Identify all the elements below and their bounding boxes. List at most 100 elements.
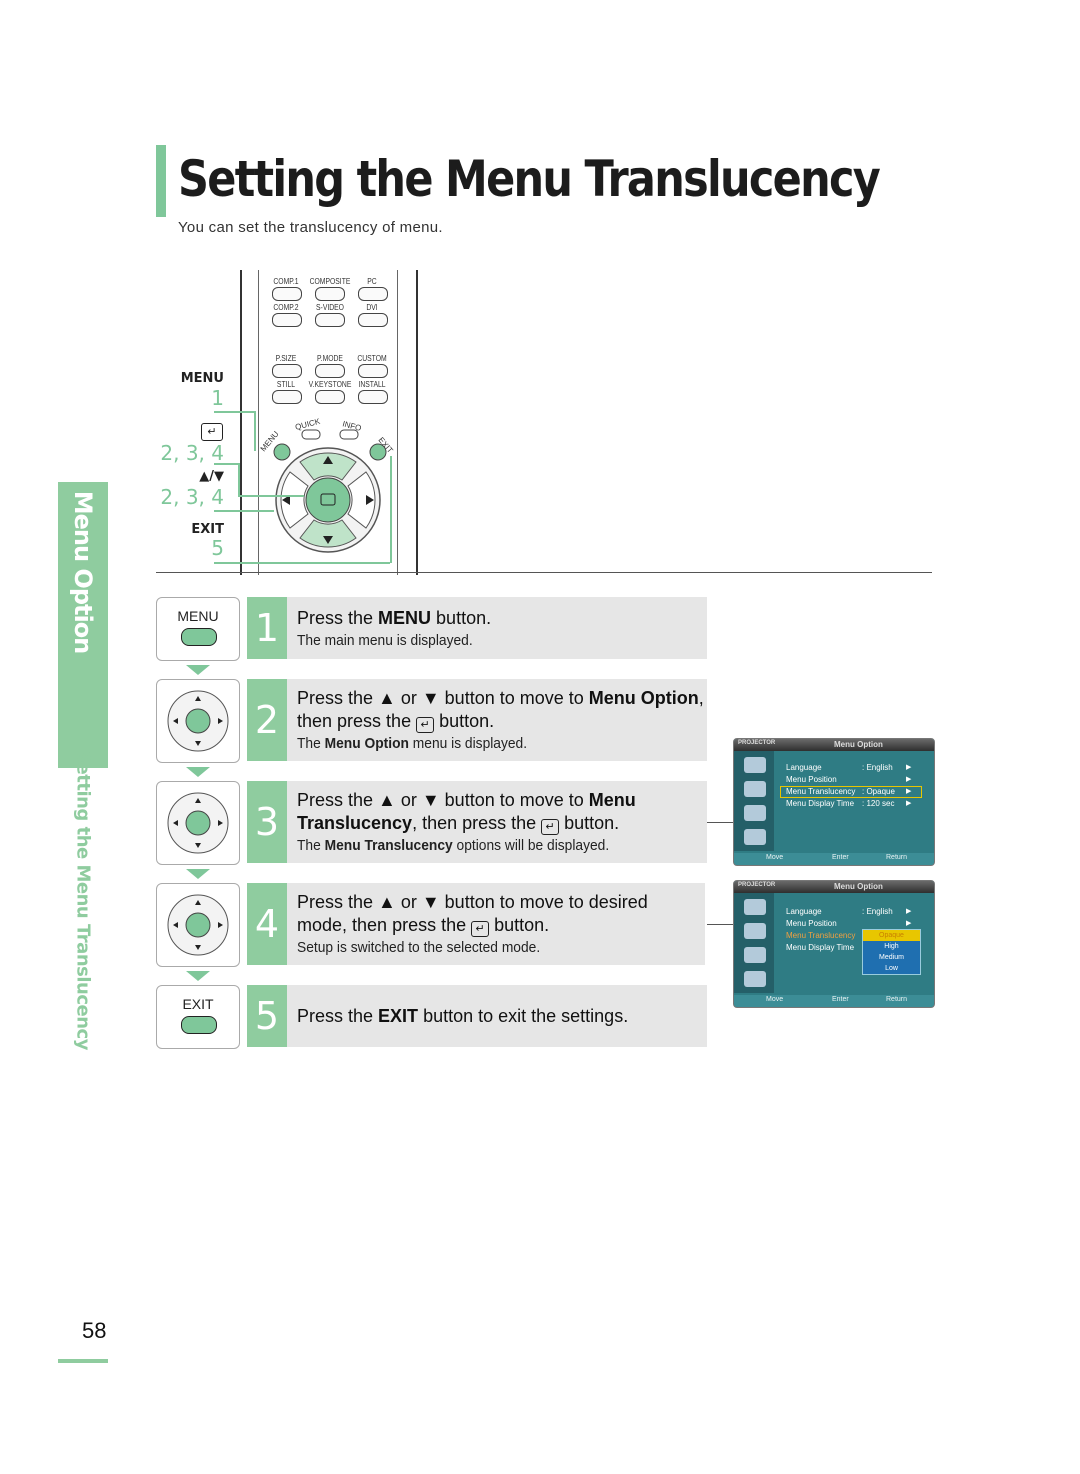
osd-row-selected[interactable]: Menu Translucency <box>786 931 855 940</box>
title-accent-bar <box>156 145 166 217</box>
psize-button[interactable] <box>272 364 302 378</box>
pmode-button[interactable] <box>315 364 345 378</box>
step1-text: Press the <box>297 608 379 628</box>
svideo-button[interactable] <box>315 313 345 327</box>
osd-option-low[interactable]: Low <box>885 965 898 972</box>
osd-row-label: Language <box>786 907 822 916</box>
osd-screen-translucency-options: PROJECTOR Menu Option Language : English ▶… <box>733 880 935 1008</box>
left-button[interactable] <box>280 471 309 529</box>
side-tab: Menu Option <box>58 482 108 768</box>
osd-brand: PROJECTOR <box>738 740 776 746</box>
osd-row[interactable]: Menu Position▶ <box>786 919 911 928</box>
dpad-icon <box>167 894 229 956</box>
osd-footer-move: Move <box>766 854 784 861</box>
step4-text2-end: button. <box>489 915 550 935</box>
osd-row-value: : 120 sec <box>862 799 895 808</box>
step3-bold: Menu <box>588 790 636 810</box>
picture-icon <box>744 923 766 939</box>
comp2-button[interactable] <box>272 313 302 327</box>
osd-row[interactable]: Menu Display Time: 120 sec▶ <box>786 799 911 808</box>
step3-number: 3 <box>247 781 287 863</box>
osd-option-high[interactable]: High <box>884 943 899 950</box>
osd-row-value: : English <box>862 907 893 916</box>
osd-row[interactable]: Language: English▶ <box>786 907 911 916</box>
osd-footer-return: Return <box>886 854 908 861</box>
osd-row[interactable]: Menu Display Time <box>786 943 854 952</box>
quick-button[interactable] <box>301 429 321 440</box>
step2-number: 2 <box>247 679 287 761</box>
menu-button[interactable] <box>273 443 291 461</box>
step2-result: The Menu Option menu is displayed. <box>297 735 527 752</box>
dpad-icon <box>167 690 229 752</box>
callout-exit-step: 5 <box>211 536 224 560</box>
osd-row[interactable]: Menu Position▶ <box>786 775 911 784</box>
pc-button[interactable] <box>358 287 388 301</box>
still-button[interactable] <box>272 390 302 404</box>
page-number: 58 <box>82 1318 107 1343</box>
osd-option-medium[interactable]: Medium <box>879 954 904 961</box>
remote-label-psize: P.SIZE <box>275 354 297 363</box>
custom-button[interactable] <box>358 364 388 378</box>
option-icon <box>744 971 766 987</box>
osd-row-arrow: ▶ <box>906 920 912 927</box>
up-button[interactable] <box>299 452 357 481</box>
step2-sub-text: The <box>297 735 325 752</box>
page-subtitle: You can set the translucency of menu. <box>178 219 443 236</box>
composite-button[interactable] <box>315 287 345 301</box>
callout-menu-label: MENU <box>180 371 224 386</box>
osd-options-list: Opaque High Medium Low <box>862 929 921 975</box>
step5-bold: EXIT <box>378 1006 419 1026</box>
osd-brand: PROJECTOR <box>738 882 776 888</box>
step4-instruction: Press the ▲ or ▼ button to move to desir… <box>297 891 648 937</box>
left-arrow-icon <box>282 495 290 505</box>
osd-row-value: : Opaque <box>862 787 895 796</box>
vkeystone-button[interactable] <box>315 390 345 404</box>
osd-row[interactable]: Menu Translucency: Opaque▶ <box>786 787 911 796</box>
setup-icon <box>744 805 766 821</box>
osd-title-bar <box>734 881 934 893</box>
step3-sub-bold: Menu Translucency <box>324 837 453 854</box>
enter-icon: ↵ <box>471 921 490 937</box>
osd-option-opaque[interactable]: Opaque <box>863 930 920 941</box>
input-icon <box>744 899 766 915</box>
osd-footer-return: Return <box>886 996 908 1003</box>
osd-title: Menu Option <box>834 882 883 891</box>
osd-sidebar <box>734 893 774 993</box>
right-button[interactable] <box>347 471 376 529</box>
step5-icon-label: EXIT <box>182 996 214 1012</box>
remote-label-dvi: DVI <box>366 303 378 312</box>
osd-row-label: Menu Display Time <box>786 943 855 952</box>
dvi-button[interactable] <box>358 313 388 327</box>
exit-button[interactable] <box>369 443 387 461</box>
step5-text: Press the <box>297 1006 379 1026</box>
enter-button[interactable] <box>305 477 351 523</box>
osd-row[interactable]: Language: English▶ <box>786 763 911 772</box>
callout-line <box>214 463 238 465</box>
callout-line <box>214 562 390 564</box>
step3-text2: , then press the <box>412 813 542 833</box>
down-arrow-icon <box>323 536 333 544</box>
osd-footer-enter: Enter <box>832 854 849 861</box>
step1-instruction: Press the MENU button. <box>297 607 491 630</box>
exit-button-icon <box>181 1016 217 1034</box>
step2-text-end: , <box>698 688 704 708</box>
osd-row-label: Language <box>786 763 822 772</box>
down-button[interactable] <box>299 519 357 548</box>
callout-line <box>214 411 254 413</box>
page-title: Setting the Menu Translucency <box>178 150 881 208</box>
step4-result: Setup is switched to the selected mode. <box>297 939 541 956</box>
osd-footer-enter: Enter <box>832 996 849 1003</box>
right-arrow-icon <box>366 495 374 505</box>
step1-bold: MENU <box>378 608 432 628</box>
step1-result: The main menu is displayed. <box>297 632 473 649</box>
remote-label-comp2: COMP.2 <box>273 303 299 312</box>
screen-connector <box>707 924 733 925</box>
step5-text-end: button to exit the settings. <box>418 1006 629 1026</box>
info-button[interactable] <box>339 429 359 440</box>
dpad-icon <box>167 792 229 854</box>
comp1-button[interactable] <box>272 287 302 301</box>
osd-row-arrow: ▶ <box>906 800 912 807</box>
install-button[interactable] <box>358 390 388 404</box>
step1-box: Press the MENU button. The main menu is … <box>287 597 707 659</box>
osd-screen-menu-option: PROJECTOR Menu Option Language: English▶… <box>733 738 935 866</box>
